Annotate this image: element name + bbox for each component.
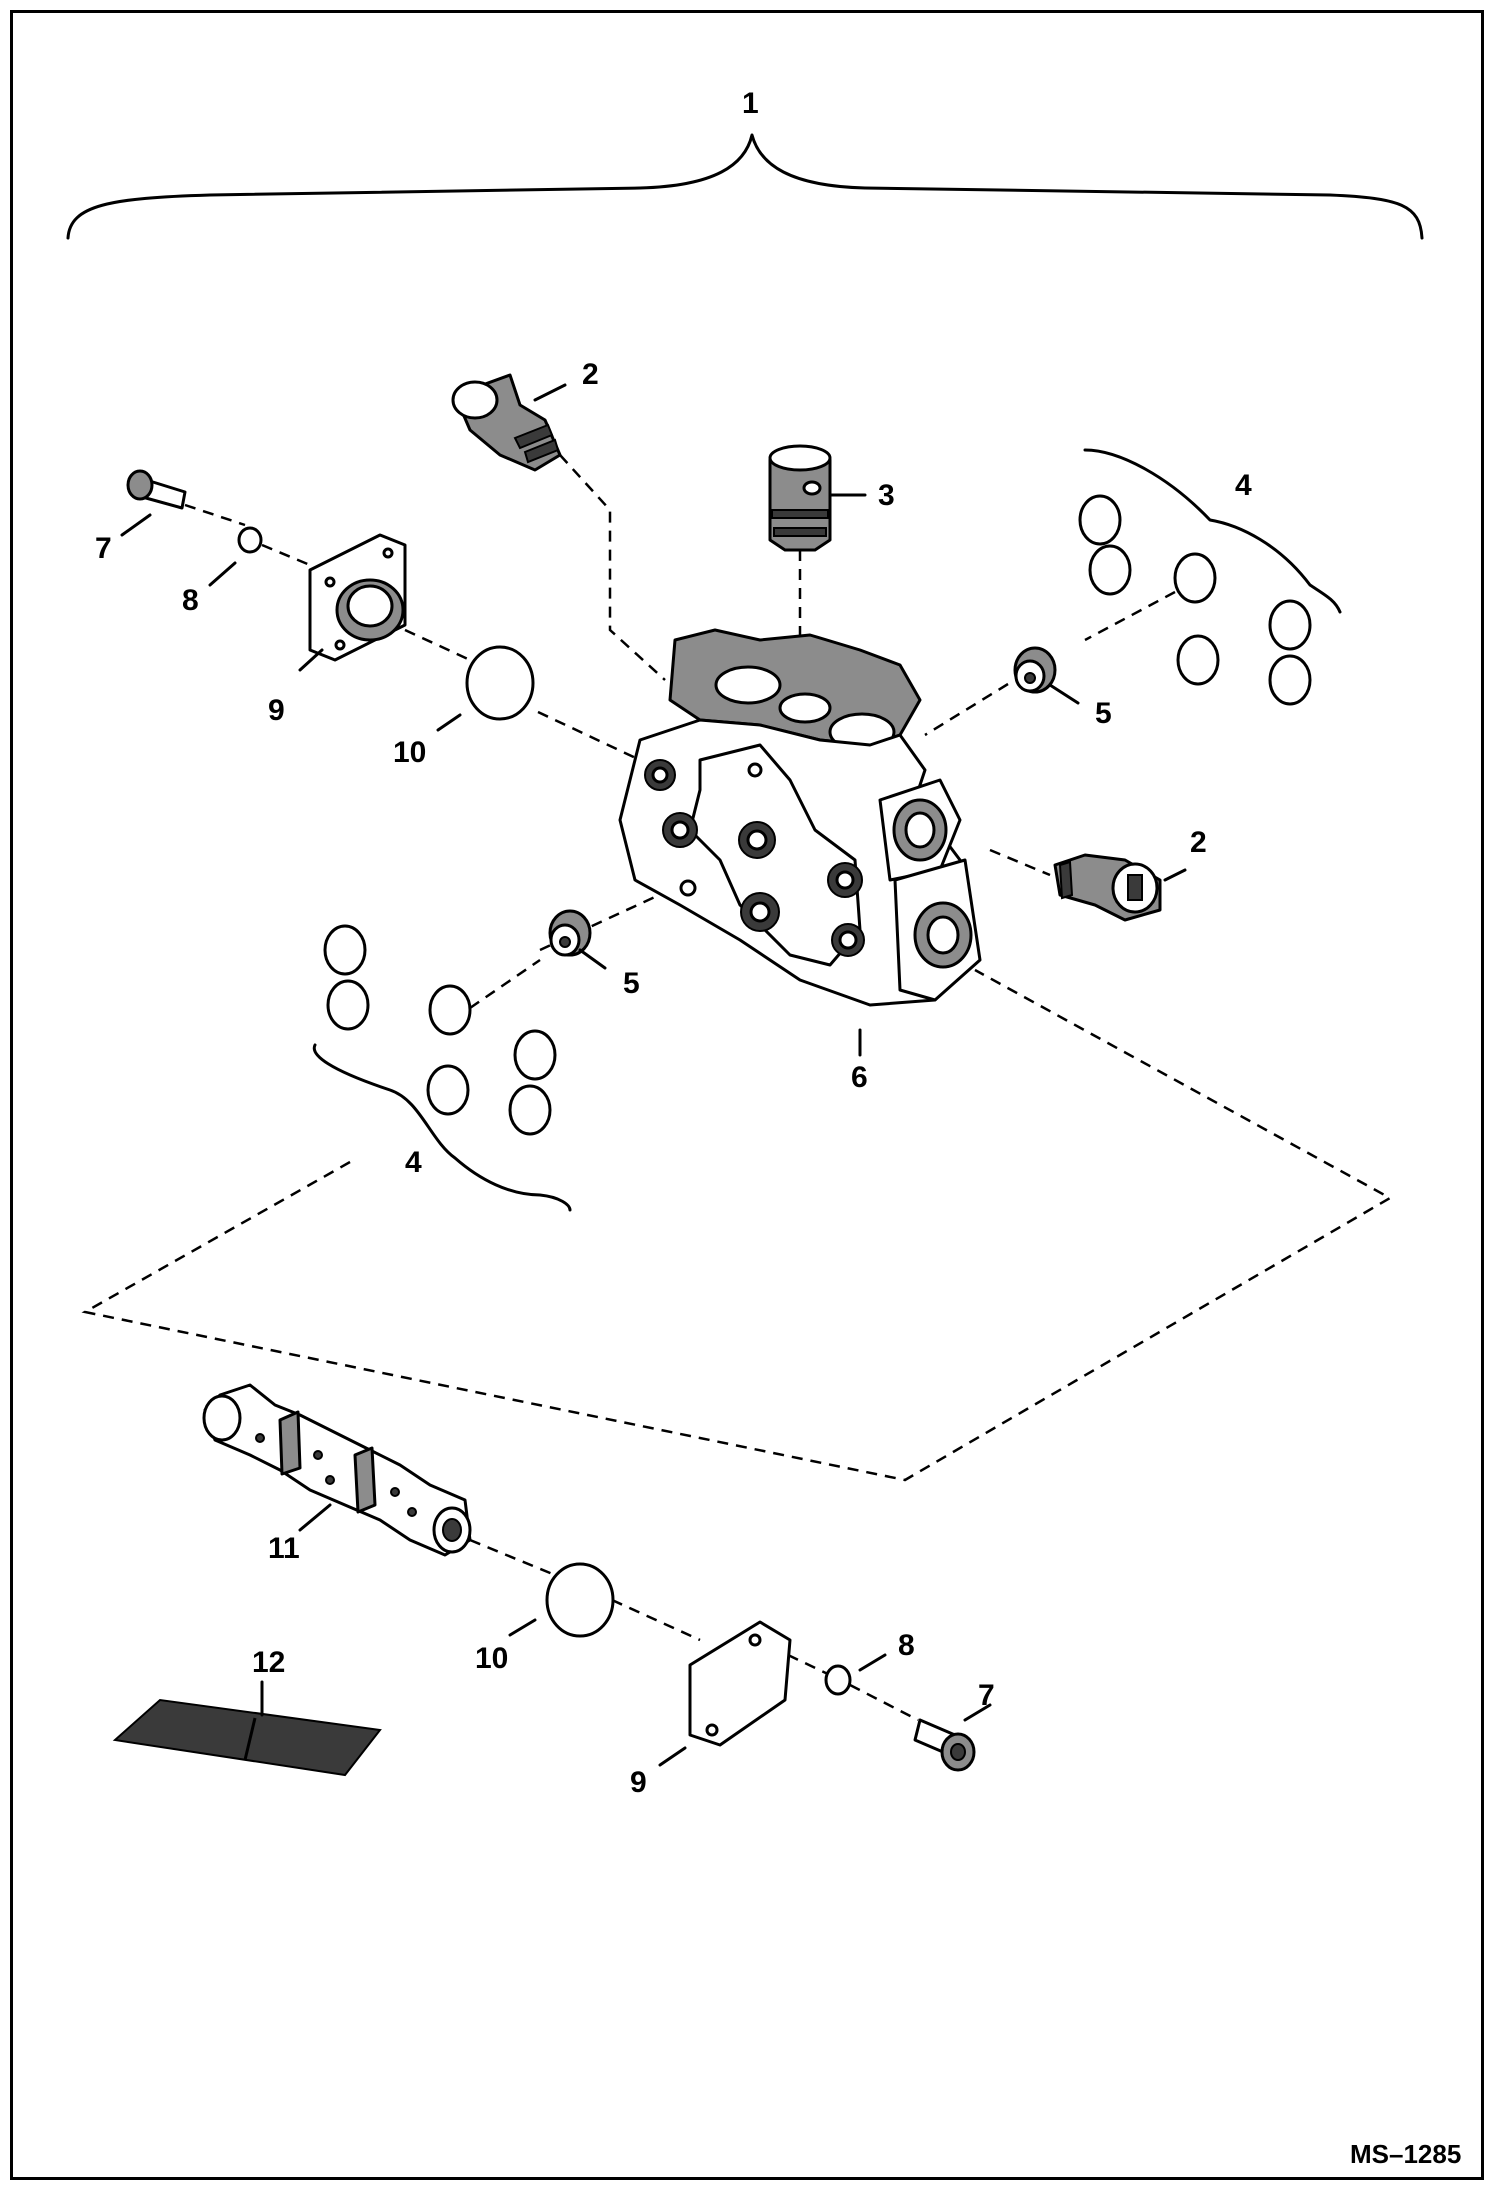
spool [202,1383,472,1557]
bolt-upper [126,469,187,510]
washer-upper [237,526,263,554]
callout-3: 3 [878,479,895,512]
diagram-frame [10,10,1484,2180]
valve-body [618,628,982,1007]
relief-plug-right [1053,853,1162,922]
check-valve [768,444,832,552]
decal [112,1698,382,1777]
bolt-lower [913,1718,976,1772]
callout-4-lower: 4 [405,1146,422,1179]
callout-6: 6 [851,1061,868,1094]
o-ring-lower [545,1562,615,1638]
callout-8-lower: 8 [898,1629,915,1662]
relief-plug-top [451,373,562,472]
cover-plate-upper [308,533,407,662]
callout-5-lower: 5 [623,967,640,1000]
washer-lower [824,1664,852,1696]
drawing-code: MS–1285 [1350,2139,1461,2169]
callout-9-lower: 9 [630,1766,647,1799]
callout-12: 12 [252,1646,285,1679]
callout-2-right: 2 [1190,826,1207,859]
callout-5-upper: 5 [1095,697,1112,730]
plug-lower [548,909,592,957]
callout-1: 1 [742,87,759,120]
callout-4-upper: 4 [1235,469,1252,502]
plug-upper [1013,646,1057,694]
o-ring-upper [465,645,535,721]
callout-7-lower: 7 [978,1679,995,1712]
seal-kit-lower [312,924,572,1212]
callout-10-lower: 10 [475,1642,508,1675]
callout-10-upper: 10 [393,736,426,769]
callout-labels: 1 2 2 3 4 4 5 5 6 7 7 8 8 9 9 10 10 11 1… [95,87,1252,1799]
callout-2-top: 2 [582,358,599,391]
callout-7-upper: 7 [95,532,112,565]
callout-9-upper: 9 [268,694,285,727]
callout-leaders [120,383,1187,1767]
assembly-brace [66,133,1424,240]
seal-kit-upper [1078,448,1342,706]
callout-8-upper: 8 [182,584,199,617]
callout-11: 11 [268,1532,300,1565]
cover-plate-lower [688,1620,792,1747]
